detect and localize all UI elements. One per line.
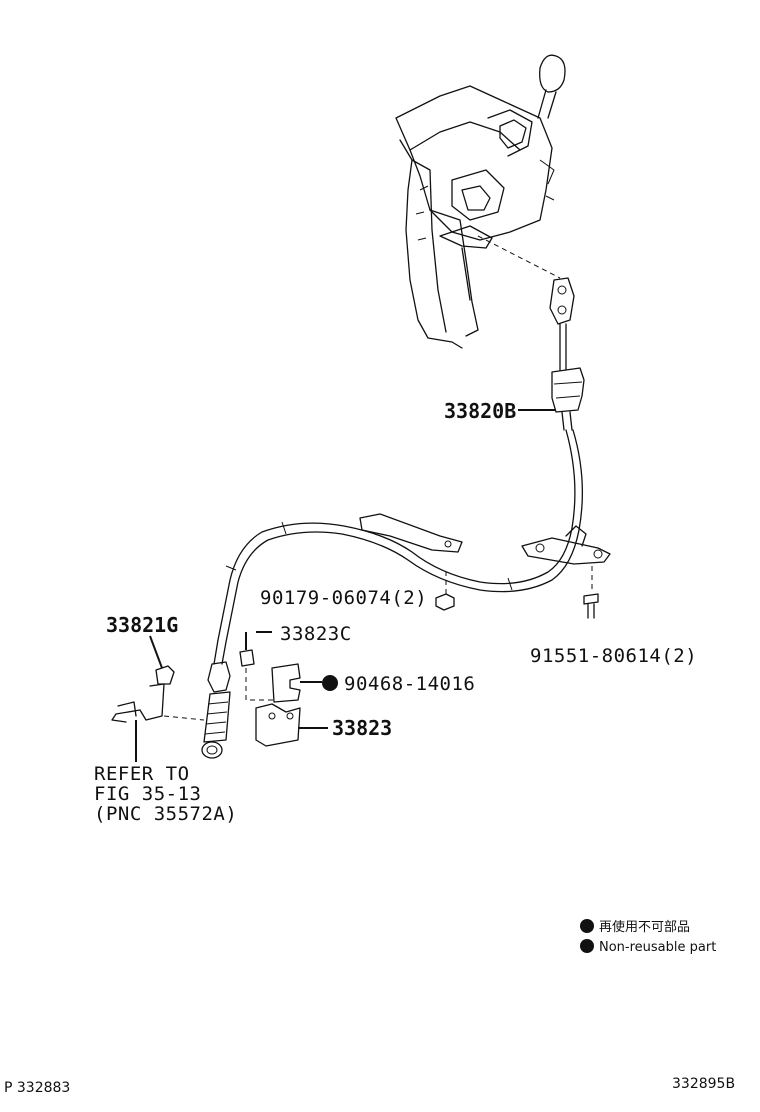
legend-item-jp: 再使用不可部品 [599, 919, 690, 935]
leader-lines [135, 409, 556, 762]
cable-upper-end [549, 277, 585, 431]
label-90179-06074: 90179-06074(2) [260, 587, 427, 609]
label-90468-14016: 90468-14016 [344, 673, 475, 695]
shift-lever-assembly [395, 54, 566, 349]
legend-item-en: Non-reusable part [599, 940, 716, 955]
cable-lower-end [201, 661, 231, 759]
label-33821g: 33821G [106, 613, 178, 637]
label-33823: 33823 [332, 716, 392, 740]
refer-note-line3: (PNC 35572A) [94, 803, 237, 825]
bolt-91551 [583, 566, 599, 619]
clip-90468 [271, 663, 301, 703]
non-reusable-marker [322, 675, 338, 691]
shift-cable [213, 429, 611, 665]
refer-note-line2: FIG 35-13 [94, 783, 201, 805]
bracket-33823 [255, 703, 301, 747]
legend: 再使用不可部品 Non-reusable part [580, 919, 716, 955]
legend-dot-1 [580, 919, 594, 933]
label-91551-80614: 91551-80614(2) [530, 645, 697, 667]
footer-right-code: 332895B [672, 1076, 735, 1092]
footer-left-code: P 332883 [4, 1080, 70, 1096]
refer-note-line1: REFER TO [94, 763, 190, 785]
label-33820b: 33820B [444, 399, 516, 423]
nut-90179 [435, 572, 455, 611]
bracket-33821g [111, 665, 205, 723]
bolt-33823c [239, 649, 276, 701]
label-33823c: 33823C [280, 623, 352, 645]
legend-dot-2 [580, 939, 594, 953]
